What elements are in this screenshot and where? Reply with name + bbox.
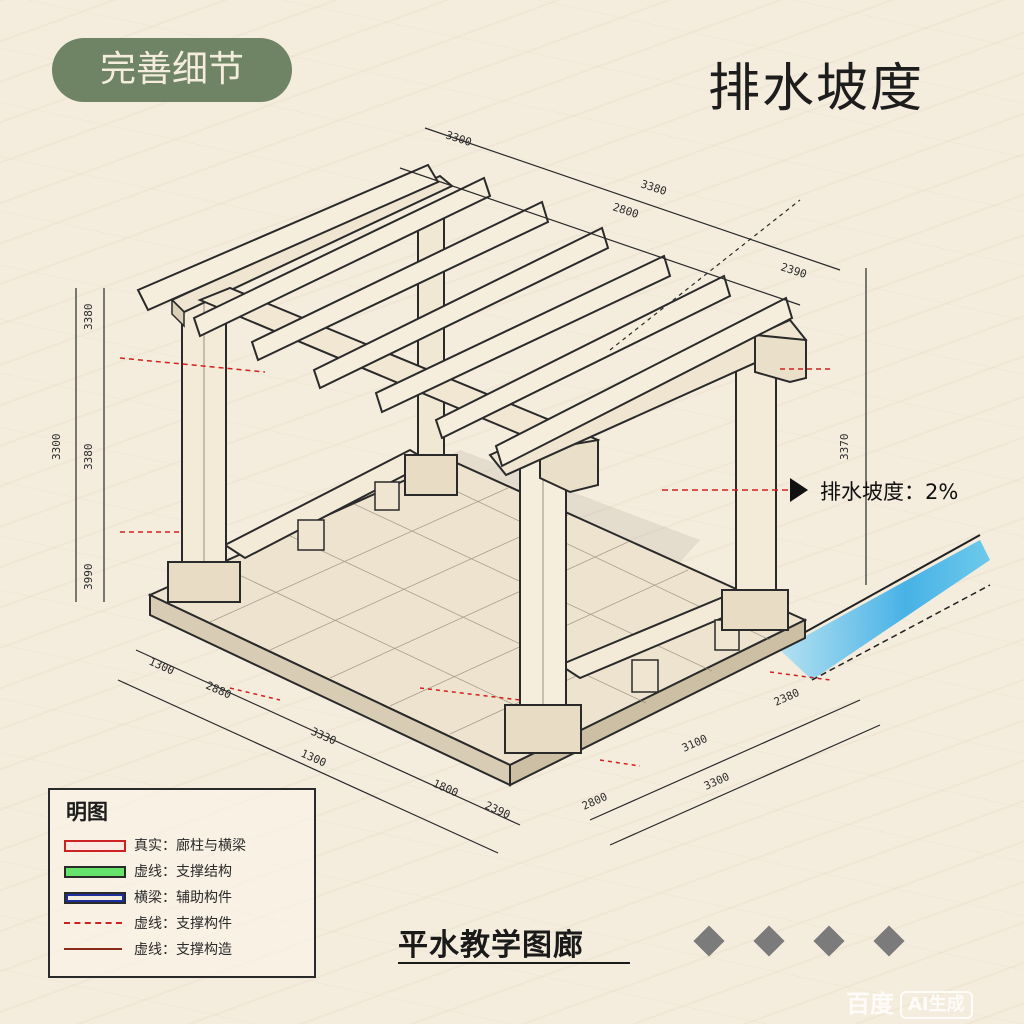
slope-arrow (790, 478, 808, 502)
dim-bottom-9: 3100 (680, 732, 709, 755)
watermark-brand: 百度 (846, 990, 894, 1018)
dim-left-4: 3990 (82, 564, 95, 591)
dim-bottom-2: 2880 (204, 679, 233, 702)
dim-top-1: 3300 (444, 128, 473, 149)
legend: 明图 真实：廊柱与横梁 虚线：支撑结构 横梁：辅助构件 虚线：支撑构件 虚线：支… (48, 788, 316, 978)
dim-right-1: 3370 (838, 434, 851, 461)
drainage-water (780, 540, 990, 680)
dim-bottom-10: 2380 (772, 686, 801, 709)
dimension-lines (75, 127, 881, 854)
dim-bottom-3: 3330 (309, 725, 338, 748)
legend-item: 虚线：支撑构造 (64, 938, 304, 960)
legend-item: 虚线：支撑结构 (64, 860, 304, 882)
legend-title: 明图 (66, 800, 108, 824)
slope-label: 排水坡度：2% (820, 480, 959, 504)
dim-bottom-4: 1300 (299, 747, 328, 770)
dim-bottom-1: 1300 (147, 655, 176, 678)
rafters (136, 163, 794, 468)
legend-swatch-green (64, 866, 126, 878)
dim-left-1: 3300 (50, 434, 63, 461)
legend-item-label: 虚线：支撑构件 (134, 916, 232, 932)
dim-bottom-8: 3300 (702, 770, 731, 793)
dim-bottom-6: 2390 (483, 799, 512, 822)
dim-top-3: 2800 (611, 200, 640, 221)
bench-left (223, 448, 433, 560)
dim-bottom-7: 2800 (580, 790, 609, 813)
dim-top-4: 2390 (779, 260, 808, 281)
legend-item: 真实：廊柱与横梁 (64, 834, 304, 856)
watermark-tag: AI生成 (900, 991, 973, 1019)
legend-item-label: 虚线：支撑构造 (134, 942, 232, 958)
legend-item-label: 真实：廊柱与横梁 (134, 838, 246, 854)
dim-bottom-5: 1800 (431, 777, 460, 800)
post-front-left (167, 289, 241, 603)
badge-complete-details: 完善细节 (52, 38, 292, 102)
legend-item: 横梁：辅助构件 (64, 886, 304, 908)
legend-item-label: 虚线：支撑结构 (134, 864, 232, 880)
page-title: 排水坡度 (708, 59, 925, 119)
legend-swatch-line (64, 948, 122, 950)
footer-underline (398, 962, 630, 964)
red-annotations (119, 357, 831, 767)
legend-swatch-dashed (64, 922, 122, 924)
dim-top-2: 3380 (639, 177, 668, 198)
legend-swatch-red (64, 840, 126, 852)
legend-item-label: 横梁：辅助构件 (134, 890, 232, 906)
footer-title: 平水教学图廊 (398, 928, 584, 963)
dim-left-2: 3380 (82, 304, 95, 331)
dim-left-3: 3380 (82, 444, 95, 471)
legend-item: 虚线：支撑构件 (64, 912, 304, 934)
post-front-right (721, 349, 789, 631)
legend-swatch-blue (64, 892, 126, 904)
bench-right (557, 588, 763, 693)
